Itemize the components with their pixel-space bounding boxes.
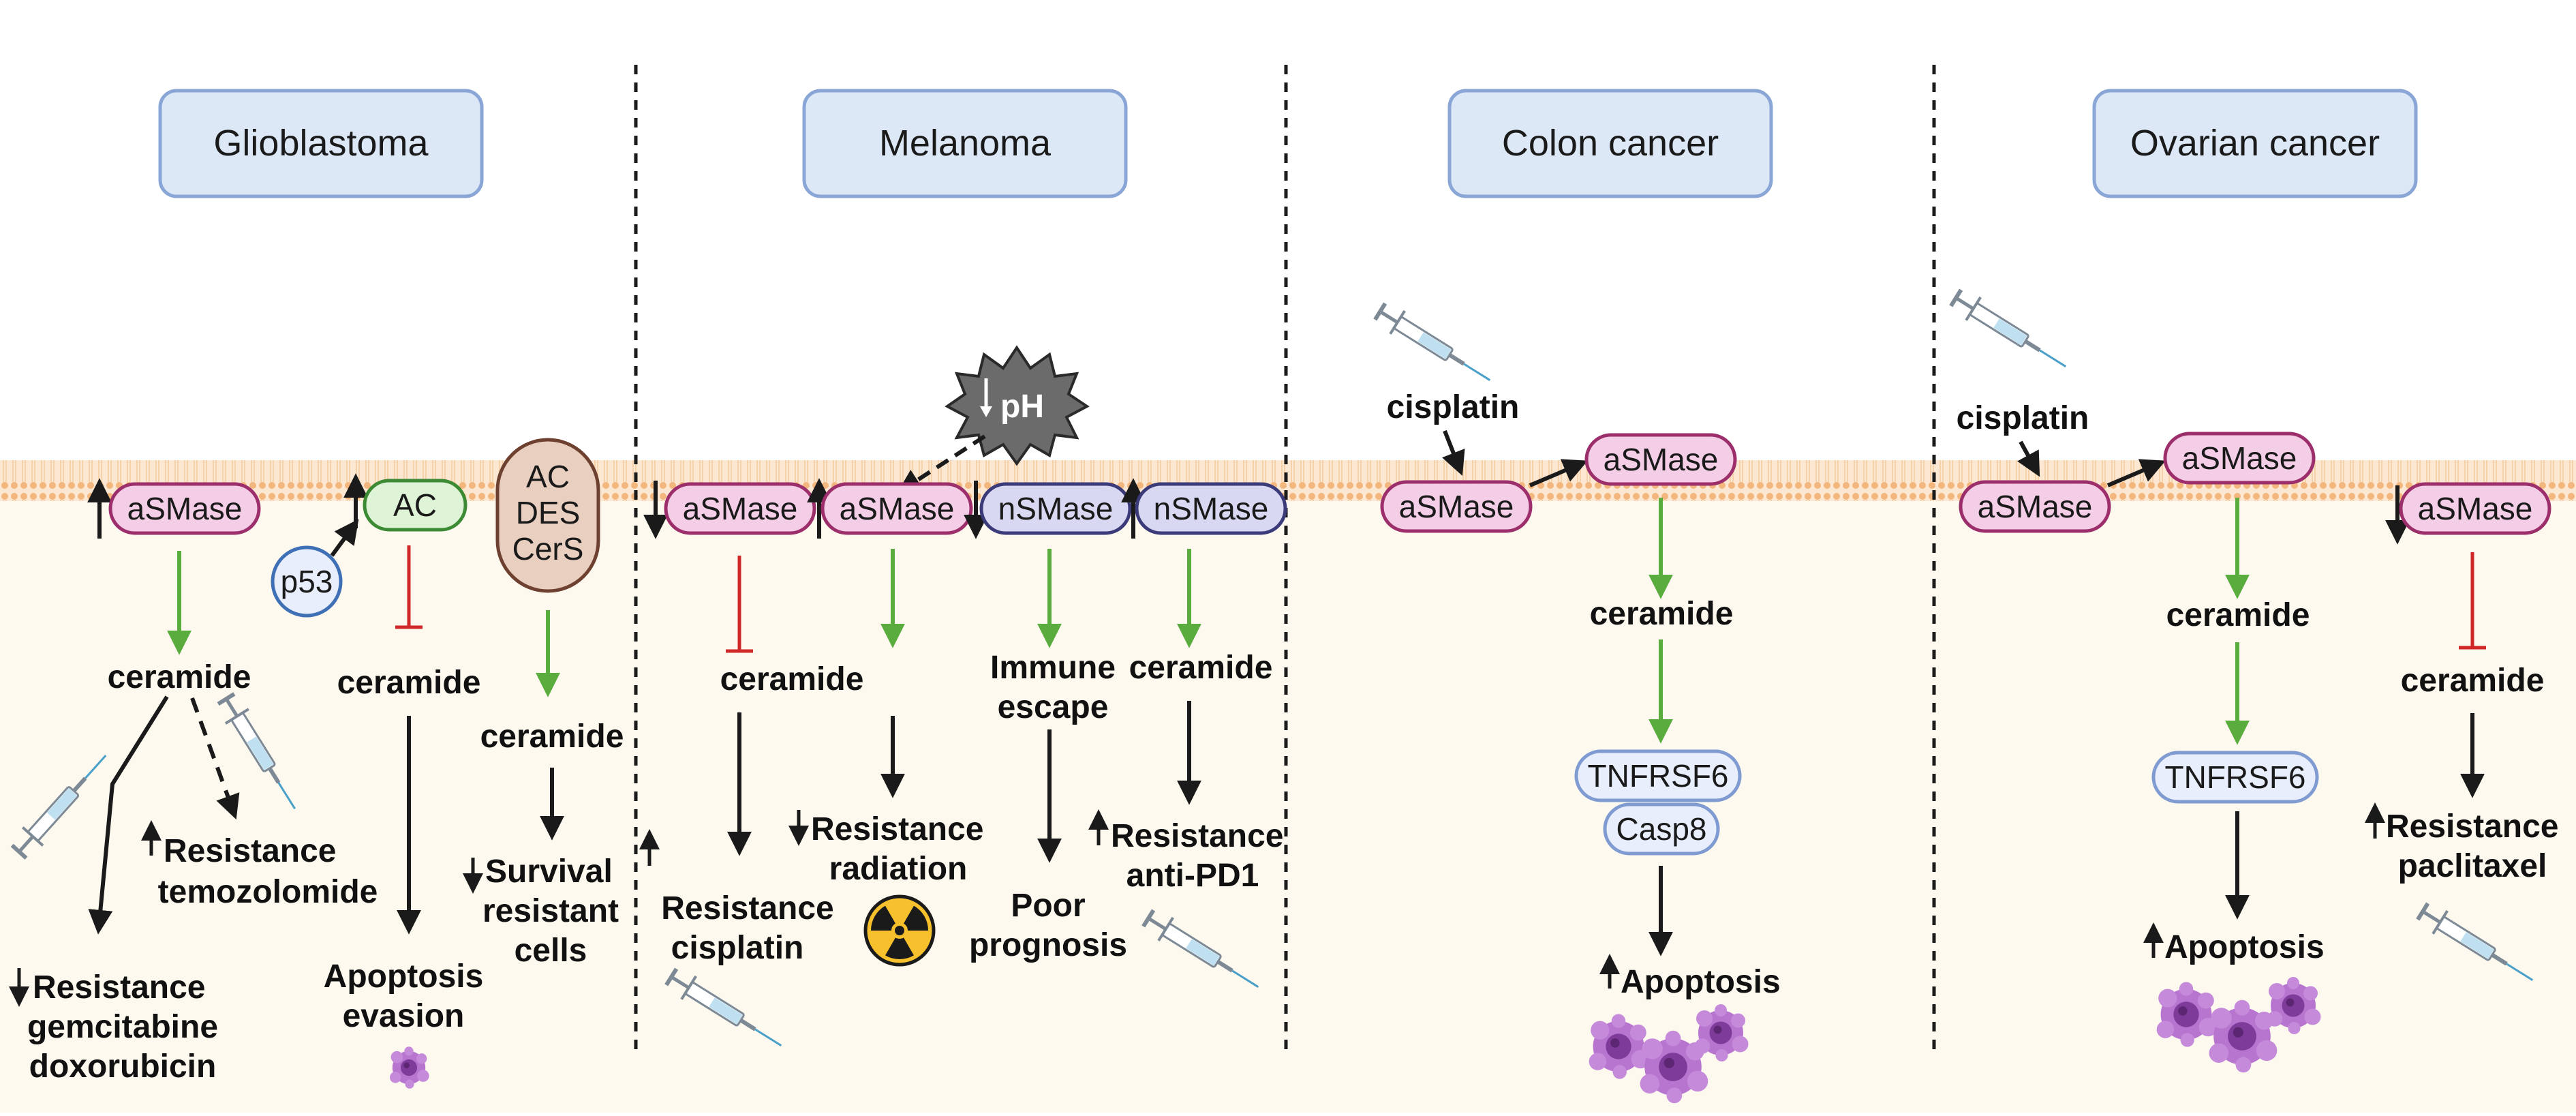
colon-apoptosis: Apoptosis — [1621, 964, 1781, 1000]
mel-prognosis-line2: prognosis — [969, 927, 1127, 963]
pathway-arrow — [1442, 429, 1465, 477]
glio-resistance-1-line2: temozolomide — [158, 874, 378, 910]
ovarian-resistance-line2: paclitaxel — [2398, 848, 2547, 884]
mel-resistance-1-line2: cisplatin — [671, 930, 804, 966]
colon-asmase-2-label: aSMase — [1604, 442, 1719, 477]
glio-enzymes-line1: AC — [526, 459, 570, 494]
title-melanoma-label: Melanoma — [879, 123, 1052, 164]
title-glioblastoma: Glioblastoma — [158, 89, 484, 198]
mel-prognosis-line1: Poor — [1011, 888, 1085, 924]
ovarian-ceramide-2: ceramide — [2401, 663, 2545, 699]
colon-tnfrsf6-label: TNFRSF6 — [1588, 758, 1729, 794]
mel-nsmase-1-pill: nSMase — [979, 482, 1132, 535]
syringe-icon — [1949, 286, 2073, 378]
colon-tnfrsf6-pill: TNFRSF6 — [1574, 749, 1742, 802]
glio-resistance-1-line1: Resistance — [164, 833, 336, 869]
dashed-pathway-arrow — [896, 434, 986, 494]
colon-drug-label: cisplatin — [1387, 389, 1520, 425]
glio-p53-circle: p53 — [271, 545, 343, 618]
title-ovarian-cancer: Ovarian cancer — [2092, 89, 2418, 198]
mel-resistance-2-line1: Resistance — [811, 811, 983, 847]
title-colon-cancer: Colon cancer — [1447, 89, 1773, 198]
mel-nsmase-2-pill: nSMase — [1135, 482, 1287, 535]
ovarian-tnfrsf6-pill: TNFRSF6 — [2151, 751, 2319, 804]
glio-ceramide-2: ceramide — [337, 665, 481, 701]
glio-survival-line1: Survival — [485, 854, 613, 890]
glio-enzymes-line3: CerS — [512, 531, 584, 567]
glio-survival-line2: resistant — [482, 893, 619, 929]
glio-apoptosis-line2: evasion — [343, 998, 465, 1034]
ph-burst-icon: pH — [945, 345, 1090, 466]
mel-ceramide-1: ceramide — [720, 661, 864, 697]
mel-resistance-3-line1: Resistance — [1111, 818, 1283, 854]
ovarian-asmase-3-label: aSMase — [2418, 491, 2533, 526]
ovarian-apoptosis: Apoptosis — [2164, 929, 2325, 965]
title-glioblastoma-label: Glioblastoma — [213, 123, 429, 164]
pathway-arrow — [2106, 459, 2166, 487]
dashed-pathway-arrow — [190, 697, 240, 820]
glio-ac-pill: AC — [363, 479, 467, 532]
mel-asmase-1-pill: aSMase — [664, 482, 816, 535]
pathway-arrow — [88, 695, 169, 935]
glio-ac-label: AC — [393, 487, 437, 523]
ovarian-ceramide-1: ceramide — [2166, 597, 2310, 633]
glio-apoptosis-line1: Apoptosis — [324, 959, 484, 995]
title-melanoma: Melanoma — [802, 89, 1128, 198]
ovarian-asmase-1-pill: aSMase — [1959, 480, 2111, 533]
cytoplasm-region — [0, 501, 2576, 1113]
colon-asmase-1-label: aSMase — [1399, 489, 1514, 524]
colon-casp8-pill: Casp8 — [1603, 802, 1720, 856]
glio-enzymes-pill: AC DES CerS — [495, 438, 600, 593]
ph-label: pH — [1000, 389, 1044, 425]
title-colon-cancer-label: Colon cancer — [1502, 123, 1719, 164]
glio-survival-line3: cells — [515, 933, 587, 969]
glio-resistance-2-line3: doxorubicin — [29, 1049, 217, 1085]
ovarian-asmase-3-pill: aSMase — [2399, 482, 2551, 535]
mel-asmase-2-pill: aSMase — [821, 482, 973, 535]
mel-nsmase-1-label: nSMase — [998, 491, 1114, 526]
radiation-icon — [863, 894, 936, 967]
glio-resistance-2-line2: gemcitabine — [27, 1009, 218, 1045]
glio-enzymes-line2: DES — [516, 495, 581, 530]
ovarian-asmase-2-label: aSMase — [2182, 440, 2297, 476]
colon-asmase-2-pill: aSMase — [1584, 433, 1737, 486]
mel-immune-line2: escape — [998, 689, 1109, 725]
glio-asmase-label: aSMase — [127, 491, 243, 526]
mel-ceramide-2: ceramide — [1129, 650, 1273, 686]
activation-arrow — [330, 519, 359, 557]
mel-immune-line1: Immune — [990, 650, 1116, 686]
syringe-icon — [1373, 300, 1497, 392]
ovarian-asmase-1-label: aSMase — [1978, 489, 2093, 524]
ovarian-tnfrsf6-label: TNFRSF6 — [2165, 759, 2306, 795]
mel-asmase-2-label: aSMase — [840, 491, 955, 526]
pathway-arrow — [2017, 440, 2040, 477]
ovarian-resistance-line1: Resistance — [2386, 809, 2558, 845]
ovarian-asmase-2-pill: aSMase — [2163, 432, 2316, 485]
glio-ceramide-1: ceramide — [108, 659, 251, 695]
mel-asmase-1-label: aSMase — [683, 491, 798, 526]
mel-resistance-3-line2: anti-PD1 — [1126, 858, 1259, 894]
mel-resistance-2-line2: radiation — [829, 851, 968, 887]
glio-ceramide-3: ceramide — [480, 719, 624, 755]
title-ovarian-cancer-label: Ovarian cancer — [2130, 123, 2380, 164]
mel-resistance-1-line1: Resistance — [661, 890, 833, 926]
ovarian-drug-label: cisplatin — [1957, 400, 2089, 436]
mel-nsmase-2-label: nSMase — [1154, 491, 1269, 526]
colon-ceramide: ceramide — [1590, 596, 1734, 632]
pathway-arrow — [1529, 459, 1588, 487]
glio-asmase-pill: aSMase — [108, 482, 261, 535]
colon-asmase-1-pill: aSMase — [1380, 480, 1533, 533]
glio-p53-label: p53 — [281, 564, 333, 599]
glio-resistance-2-line1: Resistance — [33, 969, 205, 1006]
colon-casp8-label: Casp8 — [1616, 811, 1707, 847]
